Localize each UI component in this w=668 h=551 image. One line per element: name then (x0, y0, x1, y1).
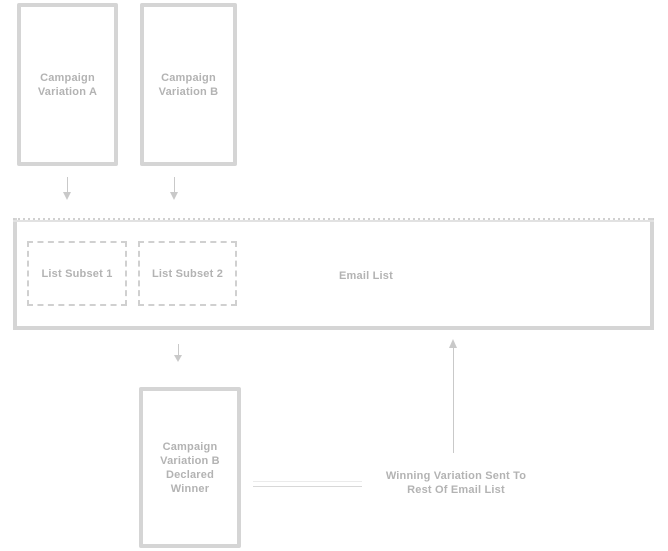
arrow-annotation-to-email-list (449, 339, 458, 453)
arrow-down-icon (170, 192, 178, 200)
arrow-shaft (178, 344, 179, 356)
campaign-variation-a-box: Campaign Variation A (17, 3, 118, 166)
arrow-variation-a-to-subset-1 (63, 177, 72, 200)
email-list-box-dotted-top-edge (13, 218, 654, 220)
arrow-variation-b-to-subset-2 (170, 177, 179, 200)
list-subset-1-label: List Subset 1 (41, 267, 113, 280)
arrow-up-icon (449, 339, 457, 348)
winner-to-annotation-line-bottom (253, 486, 362, 487)
winner-to-annotation-line-top (253, 481, 362, 482)
campaign-variation-b-declared-winner-box: Campaign Variation B Declared Winner (139, 387, 241, 548)
campaign-variation-b-box: Campaign Variation B (140, 3, 237, 166)
campaign-variation-b-label: Campaign Variation B (158, 71, 219, 98)
arrow-email-list-to-winner (174, 344, 183, 362)
arrow-down-icon (63, 192, 71, 200)
campaign-variation-a-label: Campaign Variation A (37, 71, 98, 98)
arrow-down-icon (174, 355, 182, 362)
list-subset-2-label: List Subset 2 (151, 267, 224, 280)
email-list-box-top-edge (13, 220, 654, 222)
arrow-shaft (453, 348, 454, 453)
list-subset-1-box: List Subset 1 (27, 241, 127, 306)
winning-variation-annotation: Winning Variation Sent To Rest Of Email … (385, 470, 527, 496)
winner-label: Campaign Variation B Declared Winner (160, 440, 220, 495)
arrow-shaft (174, 177, 175, 193)
email-list-label: Email List (339, 270, 393, 282)
list-subset-2-box: List Subset 2 (138, 241, 237, 306)
arrow-shaft (67, 177, 68, 193)
